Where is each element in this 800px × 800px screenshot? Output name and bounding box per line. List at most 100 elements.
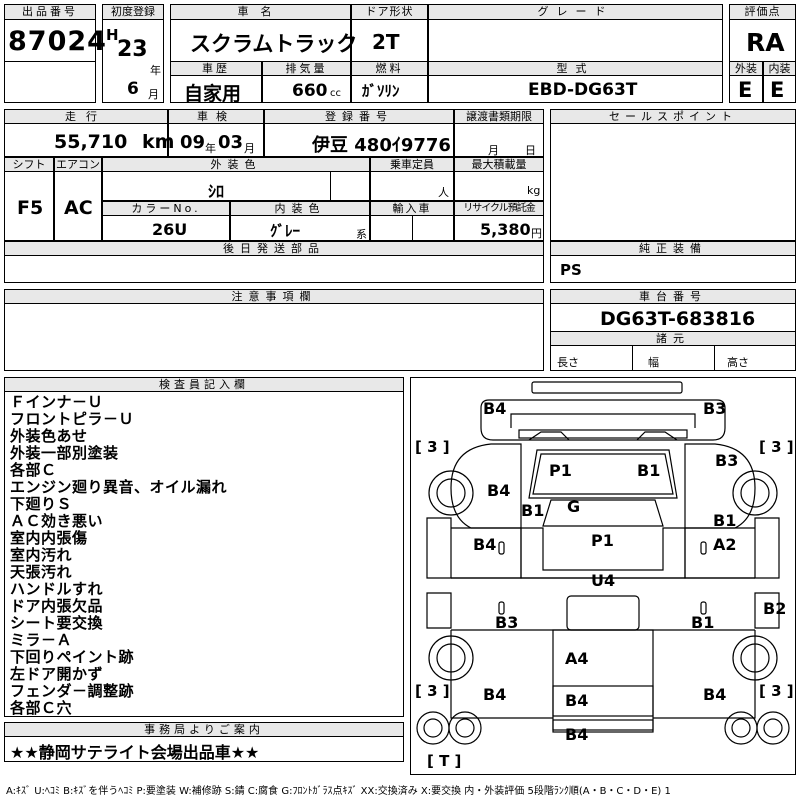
- inspector-note-line: 室内内張傷: [10, 529, 88, 547]
- sales-points-label: セールスポイント: [550, 109, 796, 124]
- ac: AC: [64, 197, 93, 219]
- color-no: 26U: [152, 220, 188, 239]
- ext-color: ｼﾛ: [208, 182, 225, 201]
- office-message: ★★静岡サテライト会場出品車★★: [10, 743, 260, 762]
- capacity-label: 乗車定員: [370, 157, 454, 172]
- inspector-note-line: フロントピラ－Ｕ: [10, 410, 135, 428]
- damage-mark: B4: [565, 691, 588, 710]
- damage-mark: B4: [487, 481, 510, 500]
- int-color-suffix: 系: [356, 228, 367, 241]
- inspector-note-line: 下廻りＳ: [10, 495, 73, 513]
- capacity-unit: 人: [438, 186, 449, 199]
- inspector-note-line: ミラ－Ａ: [10, 631, 73, 649]
- width-label: 幅: [648, 356, 659, 369]
- inspector-note-line: ＡＣ効き悪い: [10, 512, 104, 530]
- mileage: 55,710: [54, 131, 128, 153]
- transfer-month-unit: 月: [488, 144, 499, 157]
- inspector-note-line: 下回りペイント跡: [10, 648, 135, 666]
- car-name: スクラムトラック: [190, 32, 358, 56]
- displacement: 660: [292, 81, 328, 101]
- side-view-label: [ T ]: [427, 752, 461, 770]
- inspection-year-unit: 年: [205, 142, 216, 155]
- recycle-fee: 5,380: [480, 220, 531, 239]
- chassis-number: DG63T-683816: [600, 308, 756, 330]
- transfer-day-unit: 日: [525, 144, 536, 157]
- damage-mark: B4: [483, 399, 506, 418]
- shift-label: シフト: [4, 157, 54, 172]
- damage-mark: B1: [713, 511, 736, 530]
- damage-mark: B4: [703, 685, 726, 704]
- model: EBD-DG63T: [528, 80, 638, 100]
- displacement-unit: cc: [330, 88, 341, 99]
- int-color: ｸﾞﾚｰ: [270, 222, 301, 240]
- score: RA: [746, 28, 785, 57]
- grade-label: グレード: [428, 4, 723, 20]
- door-label: ドア形状: [351, 4, 428, 20]
- side-view-label: [ 3 ]: [415, 682, 450, 700]
- side-view-label: [ 3 ]: [415, 438, 450, 456]
- damage-mark: B4: [483, 685, 506, 704]
- chassis-label: 車台番号: [550, 289, 796, 304]
- fuel: ｶﾞｿﾘﾝ: [362, 82, 400, 100]
- exterior-label: 外装: [729, 61, 763, 76]
- side-view-label: [ 3 ]: [759, 438, 794, 456]
- length-label: 長さ: [557, 356, 579, 369]
- inspector-note-line: 外装一部別塗装: [10, 444, 119, 462]
- max-load-label: 最大積載量: [454, 157, 544, 172]
- displacement-label: 排気量: [262, 61, 351, 76]
- history: 自家用: [184, 83, 242, 105]
- inspection-month-unit: 月: [244, 142, 255, 155]
- model-label: 型式: [428, 61, 723, 76]
- lot-blank-cell: [4, 61, 96, 103]
- damage-mark: B4: [473, 535, 496, 554]
- inspector-note-line: ドア内張欠品: [10, 597, 104, 615]
- interior-score: E: [770, 78, 785, 102]
- import-divider: [412, 216, 413, 241]
- side-view-label: [ 3 ]: [759, 682, 794, 700]
- dims-divider-2: [714, 346, 715, 371]
- damage-mark: P1: [591, 531, 614, 550]
- import-label: 輸入車: [370, 201, 454, 216]
- inspection-label: 車検: [168, 109, 264, 124]
- inspector-note-line: 各部Ｃ穴: [10, 699, 73, 717]
- era: H: [106, 26, 119, 44]
- fuel-label: 燃料: [351, 61, 428, 76]
- damage-mark: B2: [763, 599, 786, 618]
- inspector-note-line: ハンドルすれ: [10, 580, 104, 598]
- car-name-label: 車名: [170, 4, 351, 20]
- dims-label: 諸元: [550, 331, 796, 346]
- inspector-note-line: 各部Ｃ: [10, 461, 57, 479]
- damage-mark: B3: [495, 613, 518, 632]
- month-unit: 月: [148, 88, 159, 101]
- inspector-note-line: 天張汚れ: [10, 563, 73, 581]
- score-label: 評価点: [729, 4, 796, 20]
- genuine-label: 純正装備: [550, 241, 796, 256]
- exterior-score: E: [738, 78, 753, 102]
- notes-label: 注意事項欄: [4, 289, 544, 304]
- interior-label: 内装: [763, 61, 796, 76]
- transfer-label: 譲渡書類期限: [454, 109, 544, 124]
- inspector-note-line: エンジン廻り異音、オイル漏れ: [10, 478, 228, 496]
- lot-number: 87024: [8, 26, 107, 57]
- inspection-month: 03: [218, 132, 244, 153]
- damage-mark: A2: [713, 535, 737, 554]
- damage-legend: A:ｷｽﾞ U:ﾍｺﾐ B:ｷｽﾞを伴うﾍｺﾐ P:要塗装 W:補修跡 S:錆 …: [6, 786, 671, 797]
- later-parts-label: 後日発送部品: [4, 241, 544, 256]
- inspector-note-line: シート要交換: [10, 614, 104, 632]
- history-label: 車歴: [170, 61, 262, 76]
- inspection-year: 09: [180, 132, 206, 153]
- inspector-note-line: 室内汚れ: [10, 546, 73, 564]
- reg-no-label: 登録番号: [264, 109, 454, 124]
- door-type: 2T: [372, 30, 400, 54]
- reg-no: 伊豆 480ｲ9776: [312, 135, 451, 156]
- inspector-note-line: 左ドア開かず: [10, 665, 104, 683]
- first-reg-month: 6: [127, 79, 139, 99]
- mileage-label: 走行: [4, 109, 168, 124]
- damage-mark: B1: [637, 461, 660, 480]
- recycle-unit: 円: [531, 227, 542, 240]
- shift: F5: [17, 197, 44, 219]
- inspector-note-line: フェンダ－調整跡: [10, 682, 135, 700]
